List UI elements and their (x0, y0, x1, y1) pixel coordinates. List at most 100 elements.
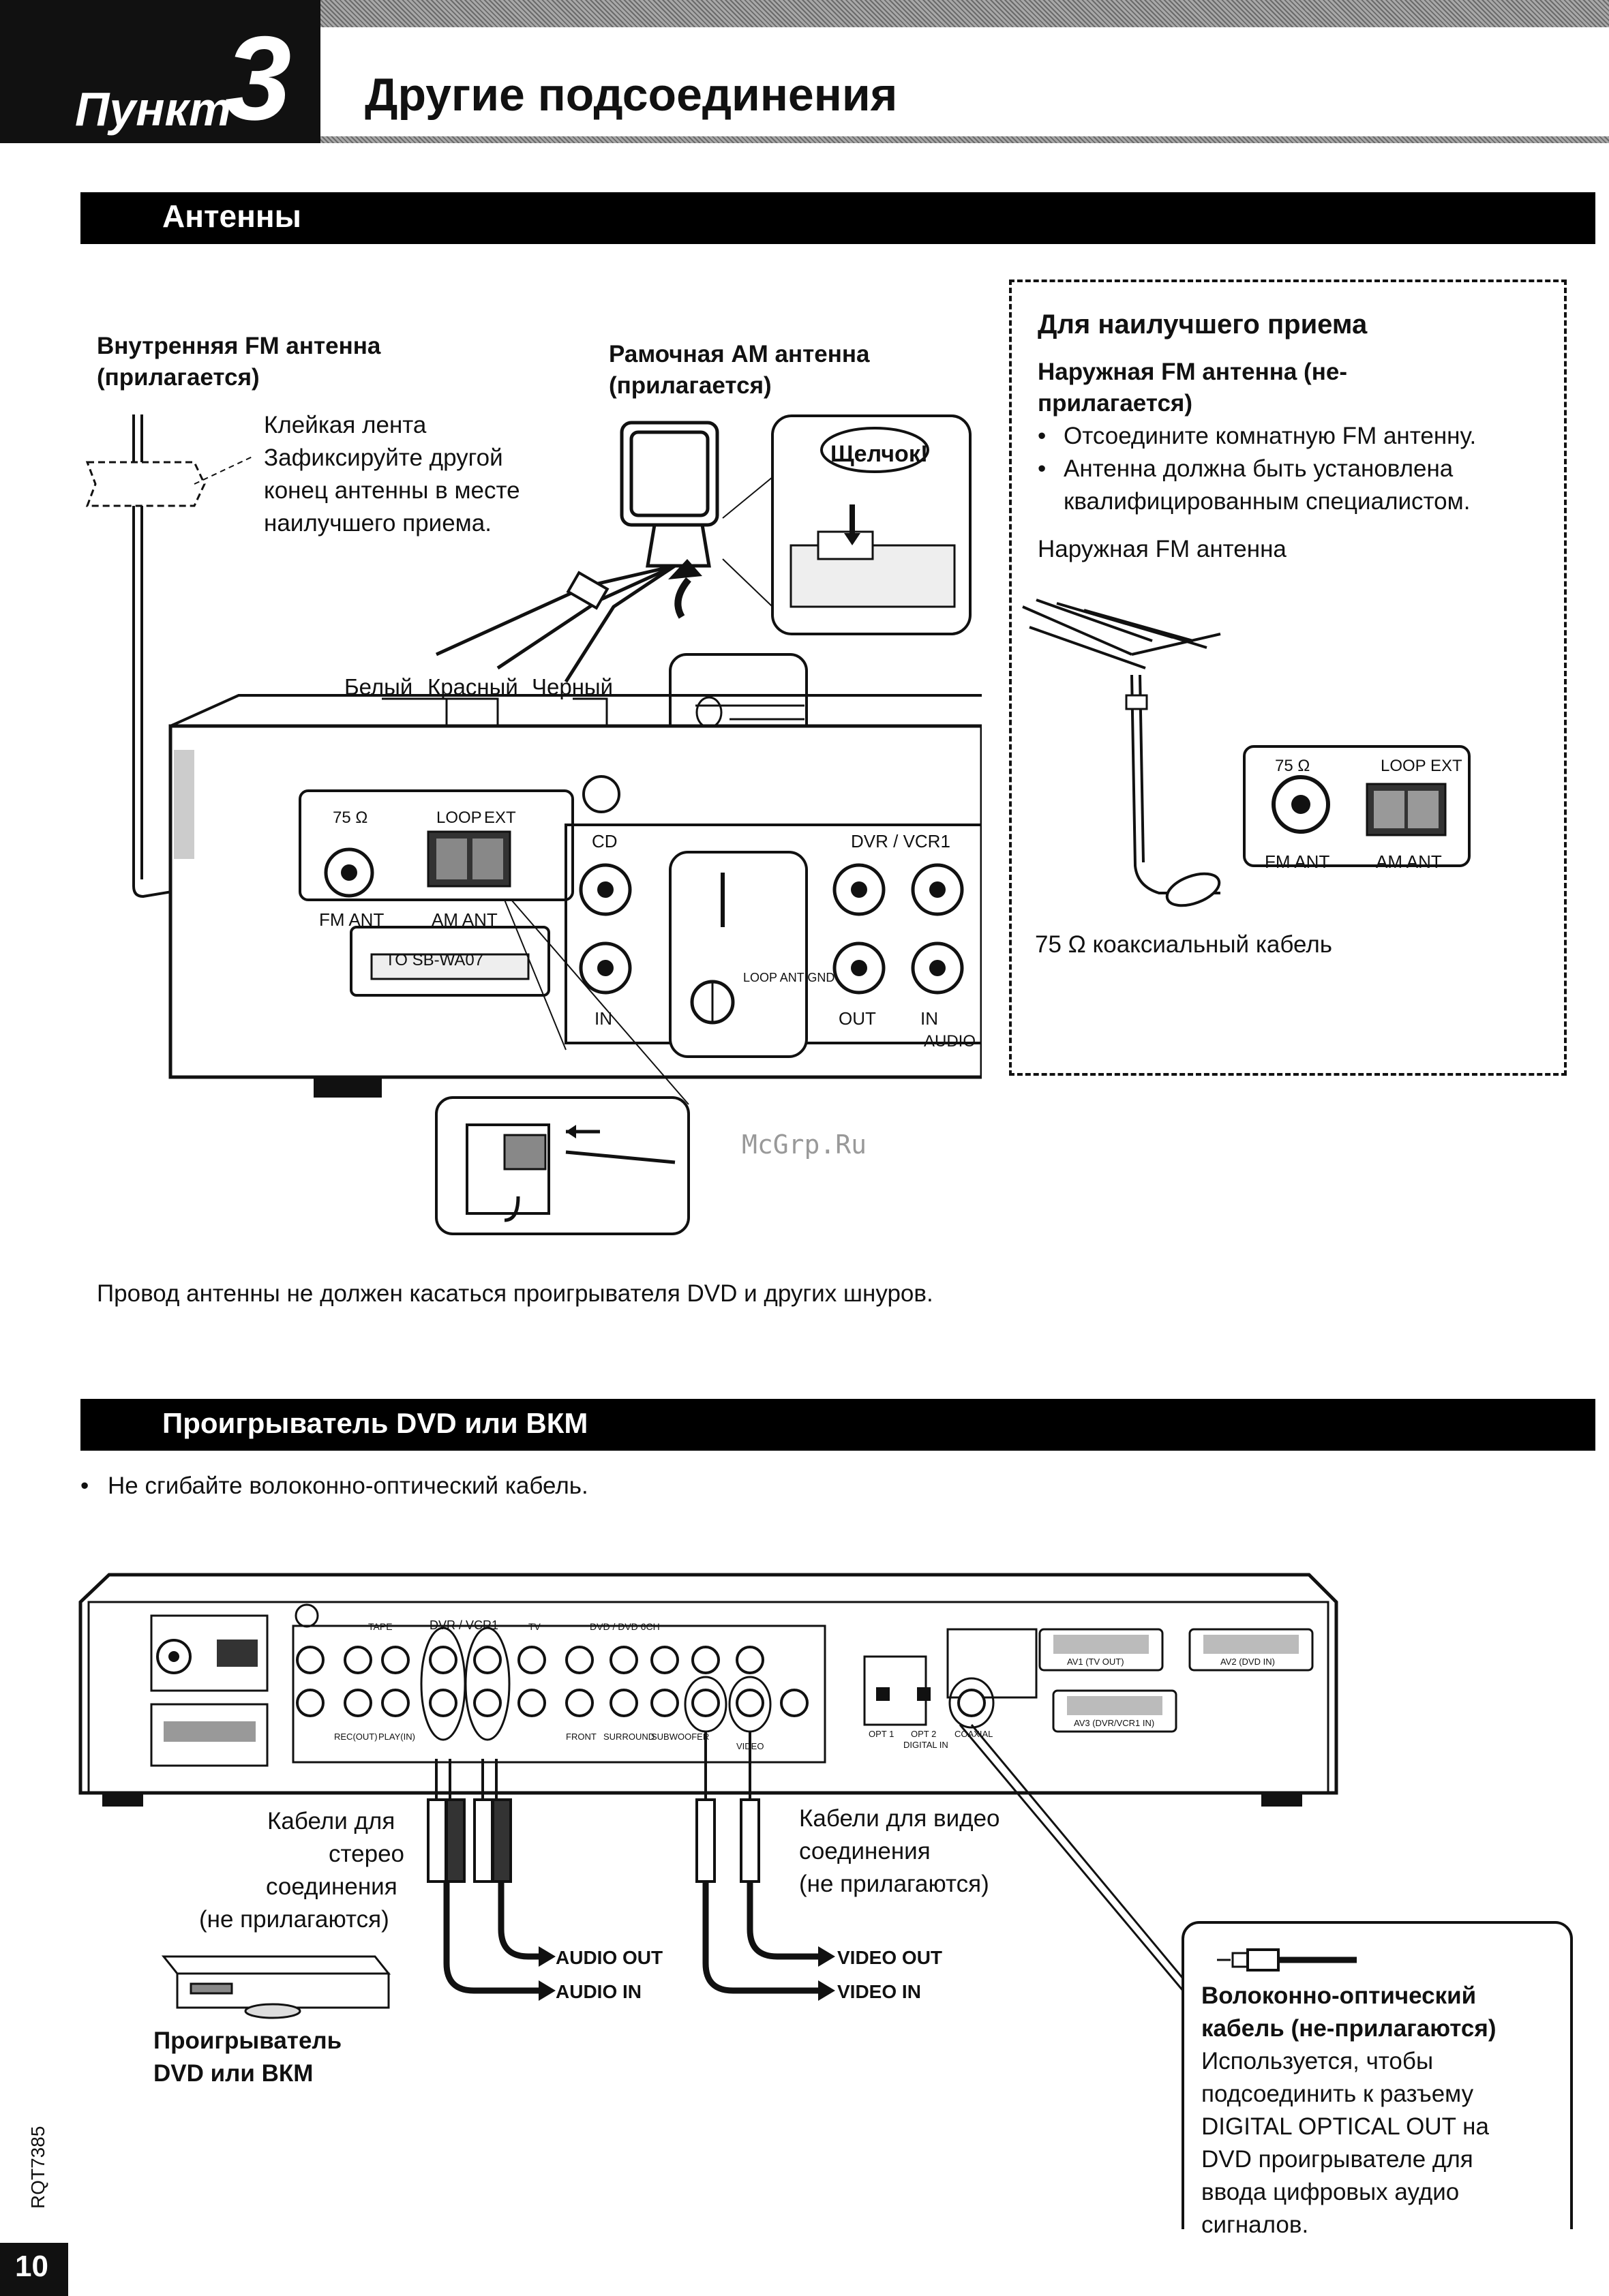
rear-tv: TV (528, 1621, 541, 1632)
rear-dvr: DVR / VCR1 (430, 1618, 499, 1632)
dvd-bullet: Не сгибайте волоконно-оптический кабель. (108, 1472, 588, 1499)
coax-label: 75 Ω коаксиальный кабель (1035, 931, 1332, 958)
optical-title-1: Волоконно-оптический (1201, 1982, 1477, 2009)
audio-out-label: AUDIO OUT (556, 1947, 663, 1968)
panel-out: OUT (839, 1008, 876, 1029)
panel-ohm-label: 75 Ω (333, 809, 368, 827)
outdoor-ohm: 75 Ω (1275, 757, 1310, 775)
video-out-label: VIDEO OUT (837, 1947, 943, 1968)
section-title-dvd: Проигрыватель DVD или ВКМ (162, 1407, 588, 1439)
optical-text-4: DVD проигрывателе для (1201, 2146, 1473, 2173)
step-number: 3 (225, 12, 292, 145)
outdoor-fm-subtitle-1: Наружная FM антенна (не- (1038, 359, 1347, 385)
panel-audio: AUDIO (924, 1032, 976, 1051)
outdoor-ext: EXT (1430, 757, 1462, 775)
video-cables-1: Кабели для видео (799, 1805, 1000, 1832)
stereo-cables-3: соединения (266, 1873, 397, 1900)
wire-red-label: Красный (427, 674, 518, 699)
receiver-body (168, 694, 982, 1098)
optical-text-2: подсоединить к разъему (1201, 2081, 1474, 2107)
video-cables-2: соединения (799, 1838, 931, 1864)
optical-text-1: Используется, чтобы (1201, 2048, 1434, 2074)
tape-note-1: Зафиксируйте другой (264, 444, 503, 471)
dvd-connection-diagram (78, 1573, 1573, 2229)
panel-loop-gnd: LOOP ANT GND (743, 971, 835, 984)
watermark: McGrp.Ru (742, 1130, 867, 1160)
tape-piece (85, 461, 206, 507)
video-cables-3: (не прилагаются) (799, 1871, 989, 1897)
page-title: Другие подсоединения (365, 69, 898, 121)
page-number: 10 (15, 2250, 48, 2283)
fm-indoor-title: Внутренняя FM антенна (97, 333, 381, 359)
panel-in-1: IN (595, 1008, 612, 1029)
antenna-diagram (85, 414, 982, 1235)
stereo-cables-4: (не прилагаются) (199, 1906, 389, 1933)
tape-note-2: конец антенны в месте (264, 477, 520, 504)
header-title-box (320, 27, 1609, 136)
section-bar-antennas: Антенны (80, 192, 1595, 244)
tape-note-3: наилучшего приема. (264, 510, 492, 537)
optical-text-6: сигналов. (1201, 2211, 1309, 2238)
click-inset (722, 414, 972, 635)
rear-surround: SURROUND (603, 1732, 655, 1742)
rear-opt2: OPT 2 (911, 1729, 937, 1739)
rear-rec: REC(OUT) (334, 1732, 378, 1742)
outdoor-antenna-diagram (1022, 599, 1471, 907)
outdoor-fm-subtitle-2: прилагается) (1038, 390, 1193, 417)
am-loop-title: Рамочная АМ антенна (609, 341, 870, 367)
best-reception-box (1009, 280, 1567, 1076)
loop-gnd-inset (669, 851, 808, 1058)
section-title-antennas: Антенны (162, 198, 301, 234)
player-label-1: Проигрыватель (153, 2027, 342, 2054)
optical-text-5: ввода цифровых аудио (1201, 2179, 1460, 2205)
player-label-2: DVD или ВКМ (153, 2060, 314, 2087)
rear-front: FRONT (566, 1732, 597, 1742)
rear-dvd6ch: DVD / DVD 6CH (590, 1621, 660, 1632)
dvd-bullet-mark: • (80, 1472, 89, 1499)
rear-play: PLAY(IN) (378, 1732, 415, 1742)
optical-text-3: DIGITAL OPTICAL OUT на (1201, 2113, 1489, 2140)
gnd-screw (582, 775, 620, 813)
click-label: Щелчок! (830, 441, 929, 467)
best-bullet-2a: Антенна должна быть установлена (1064, 455, 1454, 482)
panel-fm-ant: FM ANT (319, 909, 385, 930)
rear-rca-jacks (296, 1646, 986, 1717)
wire-junction (566, 571, 610, 610)
rear-coaxial: COAXIAL (954, 1729, 993, 1739)
antenna-note: Провод антенны не должен касаться проигр… (97, 1280, 933, 1307)
wire-black-label: Черный (532, 674, 614, 699)
rear-panel (78, 1573, 1338, 1807)
step-word: Пункт (75, 82, 232, 136)
dvd-player-icon (161, 1955, 391, 2019)
outdoor-fm-label: Наружная FM антенна (1038, 536, 1287, 562)
rear-av1: AV1 (TV OUT) (1067, 1657, 1124, 1667)
outdoor-am-ant: AM ANT (1376, 851, 1442, 872)
best-bullet-1: Отсоедините комнатную FM антенну. (1064, 423, 1477, 449)
panel-cd: CD (592, 831, 618, 851)
stereo-cables-2: стерео (329, 1841, 404, 1867)
wire-white-label: Белый (344, 674, 413, 699)
rear-video: VIDEO (736, 1741, 764, 1751)
rear-av2: AV2 (DVD IN) (1220, 1657, 1275, 1667)
outdoor-loop: LOOP (1381, 757, 1426, 775)
section-bar-dvd: Проигрыватель DVD или ВКМ (80, 1399, 1595, 1451)
panel-dvr: DVR / VCR1 (851, 831, 950, 851)
stereo-cables-1: Кабели для (267, 1808, 395, 1834)
optical-info-box (1182, 1921, 1573, 2229)
am-terminal-inset (435, 899, 690, 1235)
rear-opt1: OPT 1 (869, 1729, 894, 1739)
panel-ext-label: EXT (484, 809, 516, 827)
stereo-cable-plugs (427, 1759, 512, 1883)
best-bullet-2-mark: • (1038, 455, 1047, 482)
rca-jacks (579, 863, 964, 995)
doc-code: RQT7385 (27, 2126, 48, 2209)
best-reception-title: Для наилучшего приема (1038, 309, 1368, 339)
am-loop-sub: (прилагается) (609, 372, 772, 399)
rear-digital-in: DIGITAL IN (903, 1740, 948, 1750)
rear-tape: TAPE (368, 1621, 393, 1632)
fm-indoor-sub: (прилагается) (97, 364, 260, 391)
panel-am-ant: AM ANT (432, 909, 498, 930)
panel-in-2: IN (920, 1008, 938, 1029)
video-in-label: VIDEO IN (837, 1981, 921, 2002)
optical-title-2: кабель (не-прилагаются) (1201, 2015, 1497, 2042)
